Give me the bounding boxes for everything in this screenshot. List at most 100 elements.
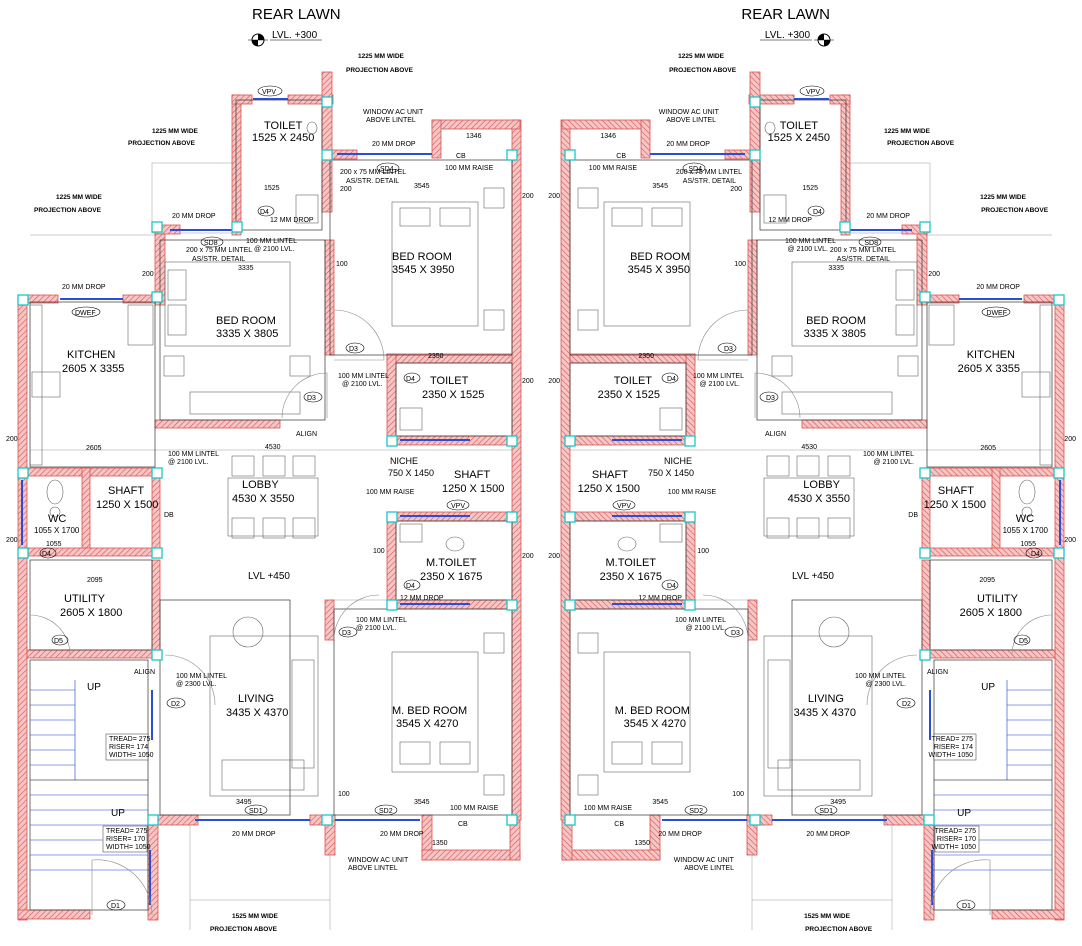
raise-top: 100 MM RAISE	[445, 165, 494, 172]
dim-100-b-r: 100	[697, 548, 709, 555]
utility-name-r: UTILITY	[977, 593, 1019, 605]
mbed-name-r: M. BED ROOM	[615, 705, 690, 717]
lintel-top-2-r: AS/STR. DETAIL	[683, 178, 736, 185]
tag-vpv-a-r: VPV	[806, 89, 820, 96]
mbed-name: M. BED ROOM	[392, 705, 467, 717]
dim-100-c: 100	[338, 791, 350, 798]
tag-vpv-b-r: VPV	[617, 503, 631, 510]
drop-kitchen-r: 20 MM DROP	[976, 284, 1020, 291]
door-tags-r	[612, 85, 1043, 911]
furniture	[29, 121, 505, 797]
drop-bottom-2-r: 20 MM DROP	[658, 831, 702, 838]
drop12-a-r: 12 MM DROP	[768, 217, 812, 224]
annotations: 1225 MM WIDE PROJECTION ABOVE 1225 MM WI…	[34, 53, 499, 933]
tag-sd4: SD4	[380, 166, 394, 173]
columns	[17, 96, 518, 826]
dim-1350-r: 1350	[634, 840, 650, 847]
lintel100-d2: @ 2100 LVL.	[356, 625, 397, 632]
toilet-mid-name-r: TOILET	[614, 375, 653, 387]
drop-bed2: 20 MM DROP	[172, 213, 216, 220]
lintel100-a: 100 MM LINTEL	[246, 238, 297, 245]
proj-left-2: PROJECTION ABOVE	[128, 140, 196, 147]
niche-size-r: 750 X 1450	[648, 468, 694, 478]
stair1-width-r: WIDTH= 1050	[929, 752, 974, 759]
stair2-width: WIDTH= 1050	[106, 844, 151, 851]
annotations-r	[933, 733, 980, 853]
stair1-width: WIDTH= 1050	[109, 752, 154, 759]
wc-name: WC	[48, 513, 66, 525]
lobby-size: 4530 X 3550	[232, 493, 294, 505]
lobby-name: LOBBY	[242, 479, 279, 491]
proj-kitchen-2-r: PROJECTION ABOVE	[981, 207, 1049, 214]
align-a-r: ALIGN	[927, 669, 948, 676]
tag-d2: D2	[171, 701, 180, 708]
drop12-b: 12 MM DROP	[400, 595, 444, 602]
door-swings	[29, 309, 385, 916]
living-name: LIVING	[238, 693, 274, 705]
level-label: LVL. +300	[272, 30, 318, 41]
tag-vpv-a: VPV	[262, 89, 276, 96]
dim-2095: 2095	[87, 577, 103, 584]
win-ac-top-2: ABOVE LINTEL	[366, 117, 416, 124]
dim-3335-r: 3335	[828, 265, 844, 272]
bed2-name-r: BED ROOM	[806, 315, 866, 327]
win-ac-top: WINDOW AC UNIT	[363, 109, 424, 116]
lintel-top: 200 x 75 MM LINTEL	[340, 169, 406, 176]
bed1-name-r: BED ROOM	[630, 251, 690, 263]
dim-100-a-r: 100	[734, 261, 746, 268]
stair1-tread-r: TREAD= 275	[932, 736, 974, 743]
win-ac-top-r: WINDOW AC UNIT	[659, 109, 720, 116]
dim-2605: 2605	[86, 445, 102, 452]
mtoilet-name-r: M.TOILET	[606, 557, 657, 569]
mtoilet-name: M.TOILET	[426, 557, 477, 569]
tag-sd1: SD1	[249, 808, 263, 815]
dim-1055-r: 1055	[1020, 541, 1036, 548]
dim-1525-r: 1525	[802, 185, 818, 192]
bed2-size-r: 3335 X 3805	[804, 328, 866, 340]
lintel100-c-r: 100 MM LINTEL	[863, 451, 914, 458]
dim-100-c-r: 100	[732, 791, 744, 798]
proj-top-2: PROJECTION ABOVE	[346, 67, 414, 74]
dim-200-d: 200	[6, 537, 18, 544]
drop-bottom-2: 20 MM DROP	[380, 831, 424, 838]
raise-mid: 100 MM RAISE	[366, 489, 415, 496]
drop-top: 20 MM DROP	[372, 141, 416, 148]
bed1-size-r: 3545 X 3950	[628, 264, 690, 276]
dim-2095-r: 2095	[979, 577, 995, 584]
dim-100-b: 100	[373, 548, 385, 555]
tag-dwef: DWEF	[75, 310, 96, 317]
tag-sd1-r: SD1	[819, 808, 833, 815]
bed1-size: 3545 X 3950	[392, 264, 454, 276]
lvl-450: LVL +450	[248, 571, 290, 582]
dim-3545-top: 3545	[414, 183, 430, 190]
lintel100-c: 100 MM LINTEL	[168, 451, 219, 458]
lintel100-c2: @ 2100 LVL.	[168, 459, 209, 466]
living-name-r: LIVING	[808, 693, 844, 705]
dim-1346-r: 1346	[600, 133, 616, 140]
bed2-size: 3335 X 3805	[216, 328, 278, 340]
lintel100-b-r: 100 MM LINTEL	[693, 373, 744, 380]
mtoilet-size: 2350 X 1675	[420, 571, 482, 583]
mbed-size-r: 3545 X 4270	[624, 718, 686, 730]
tag-d4-a: D4	[260, 209, 269, 216]
niche-name: NICHE	[390, 456, 418, 466]
dim-200-g-r: 200	[548, 553, 560, 560]
kitchen-size-r: 2605 X 3355	[958, 363, 1020, 375]
raise-mid-r: 100 MM RAISE	[668, 489, 717, 496]
wc-size: 1055 X 1700	[34, 526, 80, 535]
living-size: 3435 X 4370	[226, 707, 288, 719]
toilet-mid-name: TOILET	[430, 375, 469, 387]
dim-1346: 1346	[466, 133, 482, 140]
lintel100-a2: @ 2100 LVL.	[254, 246, 295, 253]
tag-d5-r: D5	[1019, 638, 1028, 645]
dim-3495: 3495	[236, 799, 252, 806]
level-label-r: LVL. +300	[765, 30, 811, 41]
dim-200-b: 200	[142, 271, 154, 278]
dim-3495-r: 3495	[830, 799, 846, 806]
stair2-tread: TREAD= 275	[106, 828, 148, 835]
walls-r	[560, 71, 1065, 921]
shaft-center-name-r: SHAFT	[592, 469, 628, 481]
win-ac-bottom-r: WINDOW AC UNIT	[674, 857, 735, 864]
raise-bottom-r: 100 MM RAISE	[584, 805, 633, 812]
lintel-top-r: 200 x 75 MM LINTEL	[676, 169, 742, 176]
